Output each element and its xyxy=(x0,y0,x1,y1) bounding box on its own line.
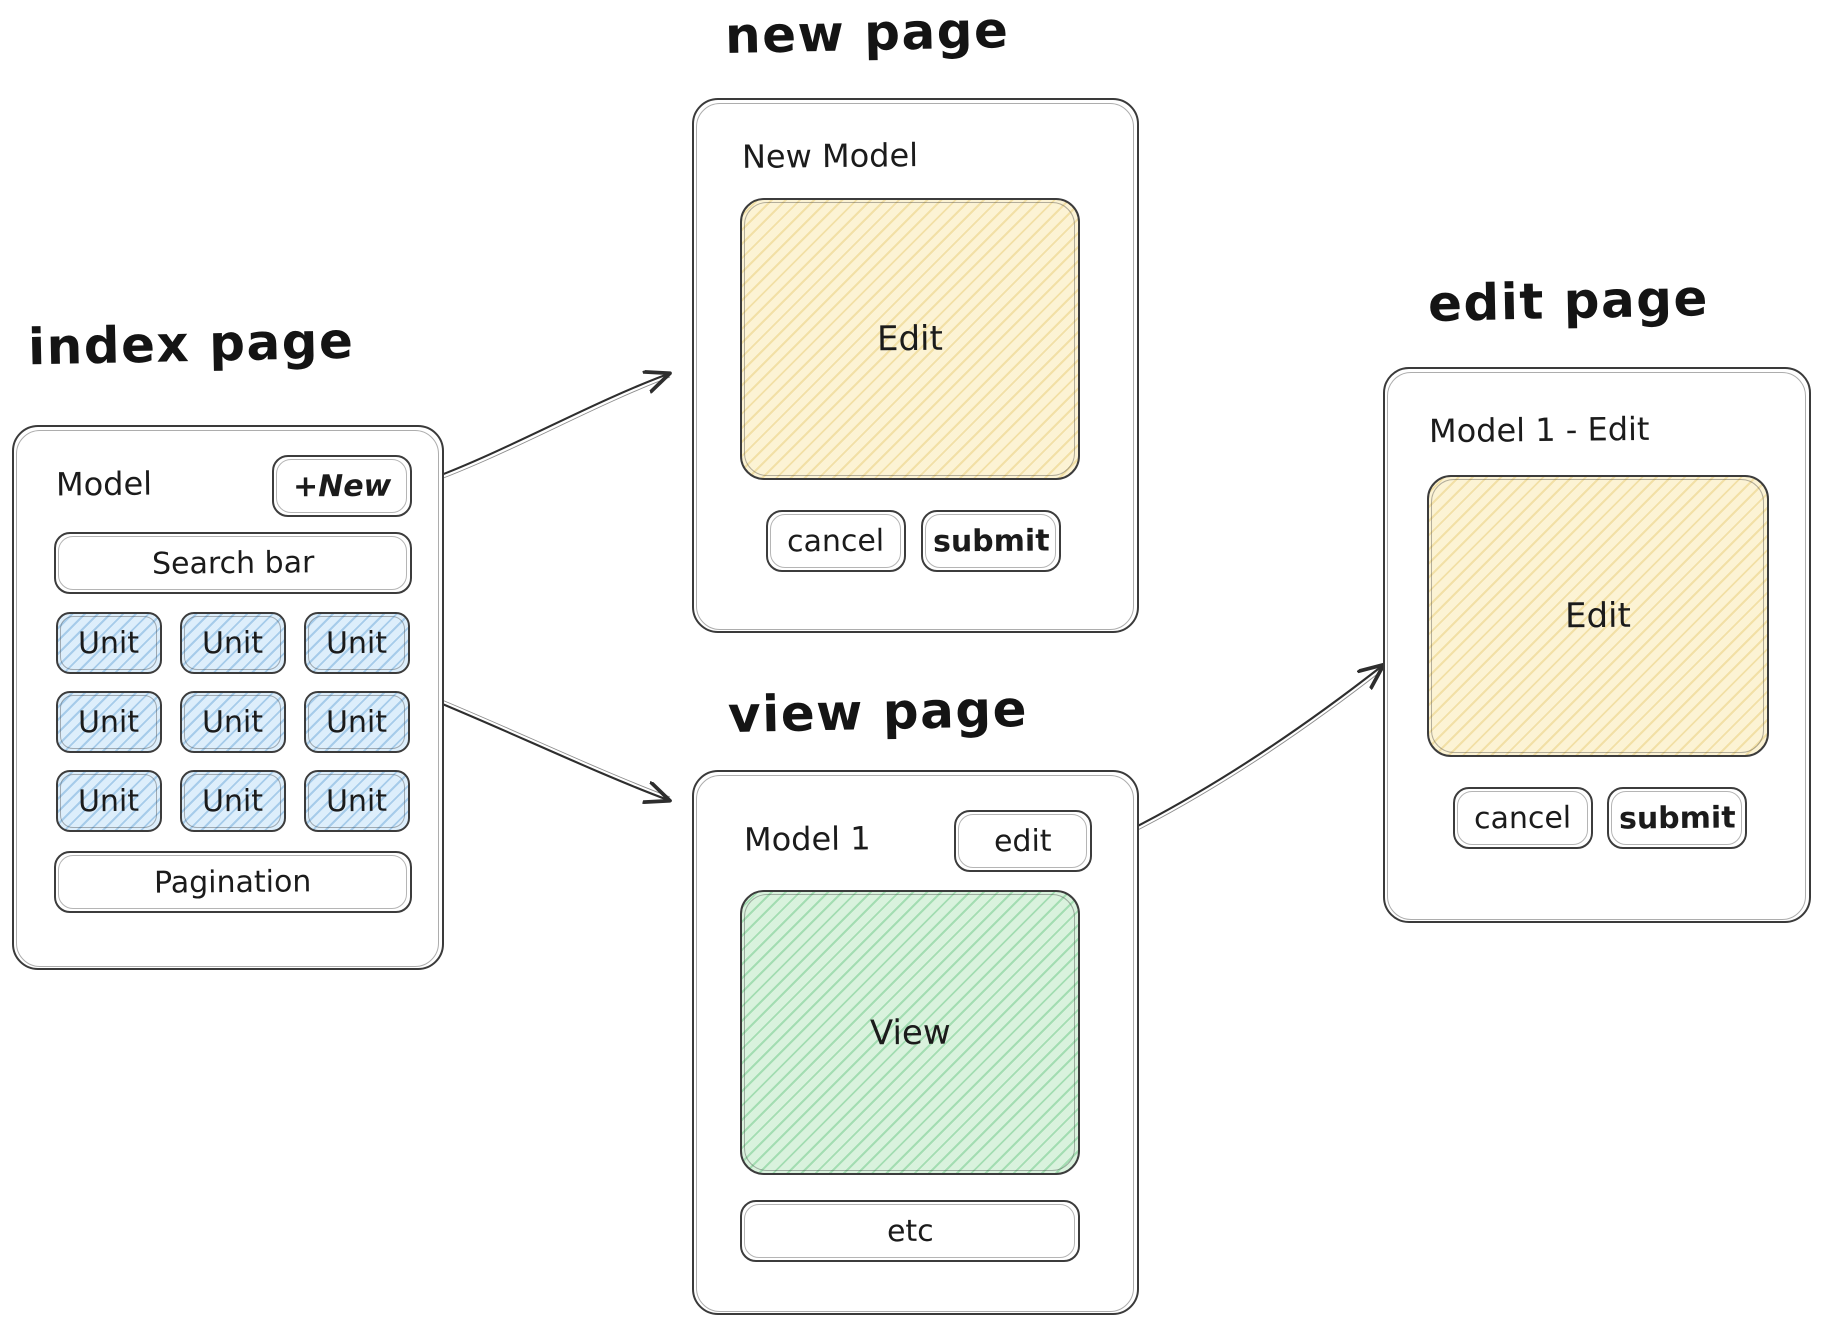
arrow-index-to-new-page xyxy=(416,374,670,488)
view-page-title: view page xyxy=(727,679,1029,745)
edit-page-edit-area[interactable]: Edit xyxy=(1427,475,1769,757)
index-unit-cell[interactable]: Unit xyxy=(304,612,410,674)
arrow-index-to-view-page xyxy=(407,686,670,800)
new-page-title: new page xyxy=(724,1,1010,65)
index-page-panel: Model +New Search bar Unit Unit Unit Uni… xyxy=(12,425,444,970)
new-page-submit-label: submit xyxy=(932,522,1050,560)
view-page-view-area[interactable]: View xyxy=(740,890,1080,1175)
new-page-cancel-button[interactable]: cancel xyxy=(766,510,906,572)
index-unit-label: Unit xyxy=(326,783,388,819)
index-unit-label: Unit xyxy=(78,783,140,819)
edit-page-cancel-label: cancel xyxy=(1474,800,1572,836)
index-search-bar-label: Search bar xyxy=(151,544,315,582)
index-unit-label: Unit xyxy=(202,704,264,740)
new-page-edit-area-label: Edit xyxy=(876,318,944,360)
index-page-title: index page xyxy=(27,311,355,377)
view-page-view-area-label: View xyxy=(869,1012,951,1053)
view-page-etc-bar[interactable]: etc xyxy=(740,1200,1080,1262)
index-unit-cell[interactable]: Unit xyxy=(180,770,286,832)
edit-page-submit-button[interactable]: submit xyxy=(1607,787,1747,849)
view-page-heading: Model 1 xyxy=(743,819,871,859)
edit-page-cancel-button[interactable]: cancel xyxy=(1453,787,1593,849)
index-unit-cell[interactable]: Unit xyxy=(304,691,410,753)
index-unit-label: Unit xyxy=(78,625,140,661)
index-search-bar[interactable]: Search bar xyxy=(54,532,412,594)
index-unit-cell[interactable]: Unit xyxy=(56,612,162,674)
index-unit-cell[interactable]: Unit xyxy=(56,770,162,832)
index-unit-label: Unit xyxy=(326,704,388,740)
new-page-edit-area[interactable]: Edit xyxy=(740,198,1080,480)
index-pagination-bar[interactable]: Pagination xyxy=(54,851,412,913)
index-unit-label: Unit xyxy=(202,625,264,661)
edit-page-heading: Model 1 - Edit xyxy=(1428,409,1650,451)
index-unit-cell[interactable]: Unit xyxy=(180,691,286,753)
new-page-submit-button[interactable]: submit xyxy=(921,510,1061,572)
edit-page-edit-area-label: Edit xyxy=(1564,595,1632,637)
index-new-button[interactable]: +New xyxy=(272,455,412,517)
edit-page-submit-label: submit xyxy=(1618,799,1736,837)
arrow-view-to-edit-page xyxy=(1121,666,1384,838)
index-unit-cell[interactable]: Unit xyxy=(304,770,410,832)
index-new-button-label: +New xyxy=(292,468,392,504)
new-page-heading: New Model xyxy=(741,136,919,176)
index-pagination-label: Pagination xyxy=(154,863,312,901)
index-unit-cell[interactable]: Unit xyxy=(180,612,286,674)
index-unit-label: Unit xyxy=(78,704,140,740)
view-page-panel: Model 1 edit View etc xyxy=(692,770,1139,1315)
index-unit-label: Unit xyxy=(326,625,388,661)
view-page-etc-label: etc xyxy=(886,1213,934,1249)
view-page-edit-button-label: edit xyxy=(994,823,1052,859)
new-page-panel: New Model Edit cancel submit xyxy=(692,98,1139,633)
edit-page-title: edit page xyxy=(1427,269,1710,333)
index-unit-cell[interactable]: Unit xyxy=(56,691,162,753)
index-model-label: Model xyxy=(55,464,153,504)
new-page-cancel-label: cancel xyxy=(787,523,885,559)
view-page-edit-button[interactable]: edit xyxy=(954,810,1092,872)
index-unit-label: Unit xyxy=(202,783,264,819)
edit-page-panel: Model 1 - Edit Edit cancel submit xyxy=(1383,367,1811,923)
